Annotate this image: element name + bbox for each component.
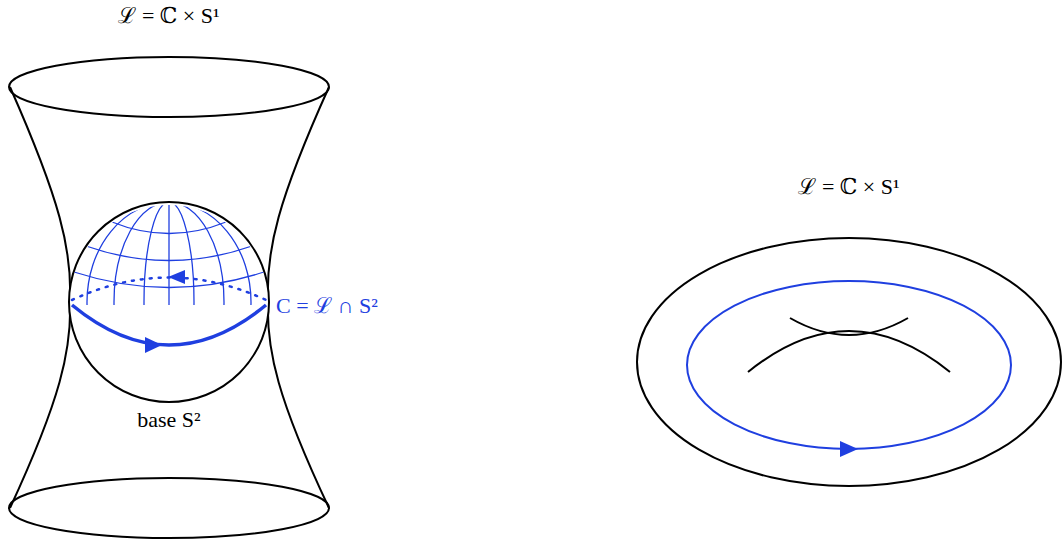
curve-label: C = ℒ ∩ S²	[276, 294, 378, 318]
sphere	[69, 202, 269, 402]
space-label: ℒ = ℂ × S¹	[798, 175, 899, 199]
torus	[637, 238, 1061, 486]
sphere-label: base S²	[137, 408, 200, 432]
space-label: ℒ = ℂ × S¹	[118, 4, 219, 28]
